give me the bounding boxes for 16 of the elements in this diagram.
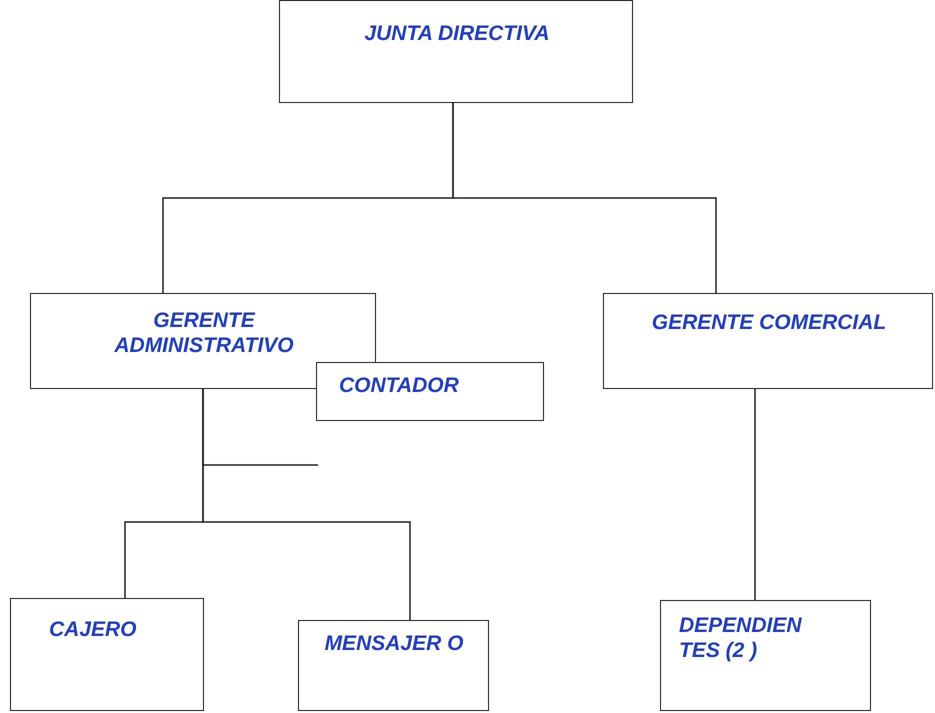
org-box [298,620,489,711]
role-title: MENSAJER O [324,631,464,656]
role-title: GERENTE COMERCIAL [650,310,888,335]
org-box [603,293,933,389]
org-box [316,362,544,421]
role-title: GERENTE ADMINISTRATIVO [113,308,295,358]
connector-line [202,389,318,466]
role-title: DEPENDIEN TES (2 ) [679,613,803,663]
org-box [279,0,633,103]
connector-line [754,389,756,600]
role-title: JUNTA DIRECTIVA [363,21,551,46]
org-box [660,600,871,711]
connector-line [452,103,717,293]
role-title: CONTADOR [339,373,460,398]
role-title: CAJERO [49,617,138,642]
org-box [10,598,204,711]
